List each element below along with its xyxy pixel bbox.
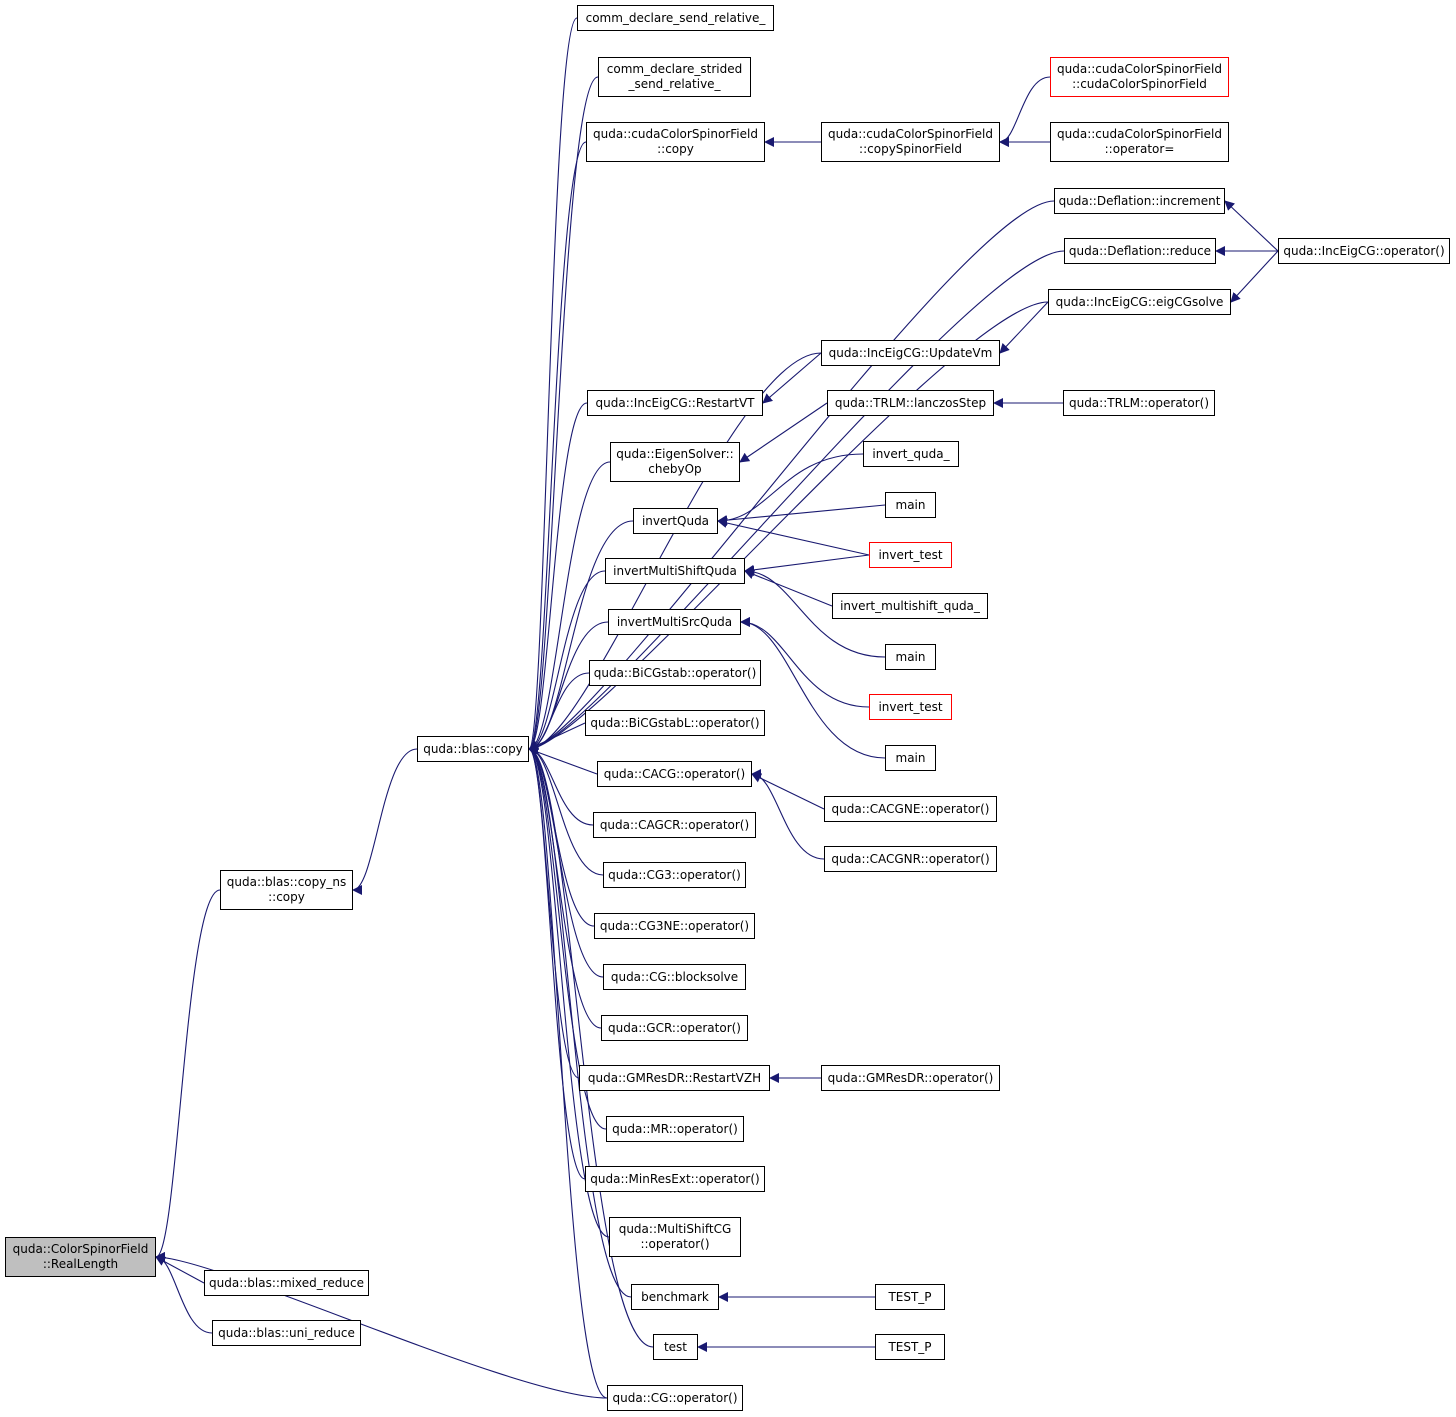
edge-main1-to-invertquda [717, 504, 886, 526]
edge-cg-op-to-blas-copy [528, 744, 608, 1399]
edge-comm-rel-to-blas-copy [528, 17, 578, 754]
edge-updatevm-to-restartvt [762, 352, 822, 404]
node-root: quda::ColorSpinorField ::RealLength [5, 1237, 156, 1277]
node-ccsf-copyspinor[interactable]: quda::cudaColorSpinorField ::copySpinorF… [821, 122, 1000, 162]
node-bicgstab[interactable]: quda::BiCGstab::operator() [589, 660, 761, 686]
node-mixed-reduce[interactable]: quda::blas::mixed_reduce [204, 1270, 369, 1296]
node-inv-ms-q-[interactable]: invert_multishift_quda_ [832, 593, 988, 619]
node-invertmsrc[interactable]: invertMultiSrcQuda [608, 609, 741, 635]
edge-invert-quda--to-invertquda [717, 453, 864, 526]
edge-restartvt-to-blas-copy [528, 402, 588, 754]
node-cacgne[interactable]: quda::CACGNE::operator() [824, 796, 997, 822]
node-main2[interactable]: main [885, 644, 936, 670]
edge-invert-test1-to-invertmsq [744, 554, 870, 575]
edge-defl-inc-to-blas-copy [528, 200, 1055, 754]
node-cg3ne[interactable]: quda::CG3NE::operator() [594, 913, 755, 939]
edge-cacgnr-to-cacg [751, 769, 825, 860]
edge-inceig-op-to-eigcgsolve [1230, 250, 1279, 303]
edge-mscg-to-blas-copy [528, 744, 610, 1238]
edge-bicgstabl-to-blas-copy [528, 722, 586, 750]
edge-cg3-to-blas-copy [528, 744, 604, 876]
edge-benchmark-to-blas-copy [528, 744, 632, 1298]
node-cg-op[interactable]: quda::CG::operator() [607, 1385, 743, 1411]
edge-main2-to-invertmsq [744, 566, 886, 658]
edge-main3-to-invertmsrc [740, 617, 886, 759]
node-cg3[interactable]: quda::CG3::operator() [603, 862, 746, 888]
node-benchmark[interactable]: benchmark [631, 1284, 719, 1310]
node-mscg[interactable]: quda::MultiShiftCG ::operator() [609, 1217, 741, 1257]
edge-updatevm-to-blas-copy [528, 352, 822, 754]
node-test[interactable]: test [653, 1334, 698, 1360]
node-chebyop[interactable]: quda::EigenSolver:: chebyOp [610, 442, 740, 482]
node-uni-reduce[interactable]: quda::blas::uni_reduce [212, 1320, 361, 1346]
edge-copy-ns-to-root [155, 889, 221, 1262]
node-blas-copy[interactable]: quda::blas::copy [417, 736, 529, 762]
edge-lanczos-to-chebyop [739, 402, 828, 463]
node-gmres-rvzh[interactable]: quda::GMResDR::RestartVZH [579, 1065, 770, 1091]
edge-chebyop-to-blas-copy [528, 461, 611, 754]
edge-cacg-to-blas-copy [528, 747, 598, 775]
node-cacgnr[interactable]: quda::CACGNR::operator() [824, 846, 997, 872]
edge-invert-test2-to-invertmsrc [740, 617, 870, 708]
node-ccsf-assign[interactable]: quda::cudaColorSpinorField ::operator= [1050, 122, 1229, 162]
node-defl-inc[interactable]: quda::Deflation::increment [1054, 188, 1225, 214]
node-invert-test1[interactable]: invert_test [869, 542, 952, 568]
edge-cacgne-to-cacg [751, 773, 825, 810]
node-lanczos[interactable]: quda::TRLM::lanczosStep [827, 390, 994, 416]
node-invert-test2[interactable]: invert_test [869, 694, 952, 720]
edge-eigcgsolve-to-updatevm [999, 301, 1049, 354]
node-bicgstabl[interactable]: quda::BiCGstabL::operator() [585, 710, 765, 736]
node-eigcgsolve[interactable]: quda::IncEigCG::eigCGsolve [1048, 289, 1231, 315]
node-test-p1[interactable]: TEST_P [875, 1284, 945, 1310]
edge-inv-ms-q--to-invertmsq [744, 569, 833, 607]
node-invertmsq[interactable]: invertMultiShiftQuda [605, 558, 745, 584]
node-test-p2[interactable]: TEST_P [875, 1334, 945, 1360]
edge-defl-red-to-blas-copy [528, 250, 1065, 754]
node-comm-strided[interactable]: comm_declare_strided _send_relative_ [598, 57, 751, 97]
edge-ccsf-copy-to-blas-copy [528, 141, 587, 754]
node-trlm-op[interactable]: quda::TRLM::operator() [1063, 390, 1215, 416]
node-defl-red[interactable]: quda::Deflation::reduce [1064, 238, 1216, 264]
edge-mr-to-blas-copy [528, 744, 607, 1130]
edge-blocksolve-to-blas-copy [528, 744, 604, 978]
edge-inceig-op-to-defl-inc [1224, 200, 1279, 252]
node-ccsf-ctor[interactable]: quda::cudaColorSpinorField ::cudaColorSp… [1050, 57, 1229, 97]
node-restartvt[interactable]: quda::IncEigCG::RestartVT [587, 390, 763, 416]
edge-test-to-blas-copy [528, 744, 654, 1348]
edge-blas-copy-to-copy-ns [352, 748, 418, 895]
node-updatevm[interactable]: quda::IncEigCG::UpdateVm [821, 340, 1000, 366]
node-ccsf-copy[interactable]: quda::cudaColorSpinorField ::copy [586, 122, 765, 162]
edge-invert-test1-to-invertquda [717, 518, 870, 556]
node-copy-ns[interactable]: quda::blas::copy_ns ::copy [220, 870, 353, 910]
node-cagcr[interactable]: quda::CAGCR::operator() [593, 812, 756, 838]
node-cacg[interactable]: quda::CACG::operator() [597, 761, 752, 787]
edge-comm-strided-to-blas-copy [528, 76, 599, 754]
edge-cg-op-to-root [155, 1252, 608, 1399]
node-main3[interactable]: main [885, 745, 936, 771]
edge-ccsf-ctor-to-ccsf-copyspinor [999, 76, 1051, 147]
node-invertquda[interactable]: invertQuda [633, 508, 718, 534]
node-inceig-op[interactable]: quda::IncEigCG::operator() [1278, 238, 1450, 264]
node-minresext[interactable]: quda::MinResExt::operator() [585, 1166, 765, 1192]
node-comm-rel[interactable]: comm_declare_send_relative_ [577, 5, 774, 31]
edge-gmres-rvzh-to-blas-copy [528, 744, 580, 1079]
node-gcr[interactable]: quda::GCR::operator() [601, 1015, 748, 1041]
edge-eigcgsolve-to-blas-copy [528, 301, 1049, 754]
node-invert-quda-[interactable]: invert_quda_ [863, 441, 959, 467]
node-blocksolve[interactable]: quda::CG::blocksolve [603, 964, 746, 990]
node-gmres-op[interactable]: quda::GMResDR::operator() [821, 1065, 1000, 1091]
node-mr[interactable]: quda::MR::operator() [606, 1116, 744, 1142]
node-main1[interactable]: main [885, 492, 936, 518]
edge-minresext-to-blas-copy [528, 744, 586, 1180]
